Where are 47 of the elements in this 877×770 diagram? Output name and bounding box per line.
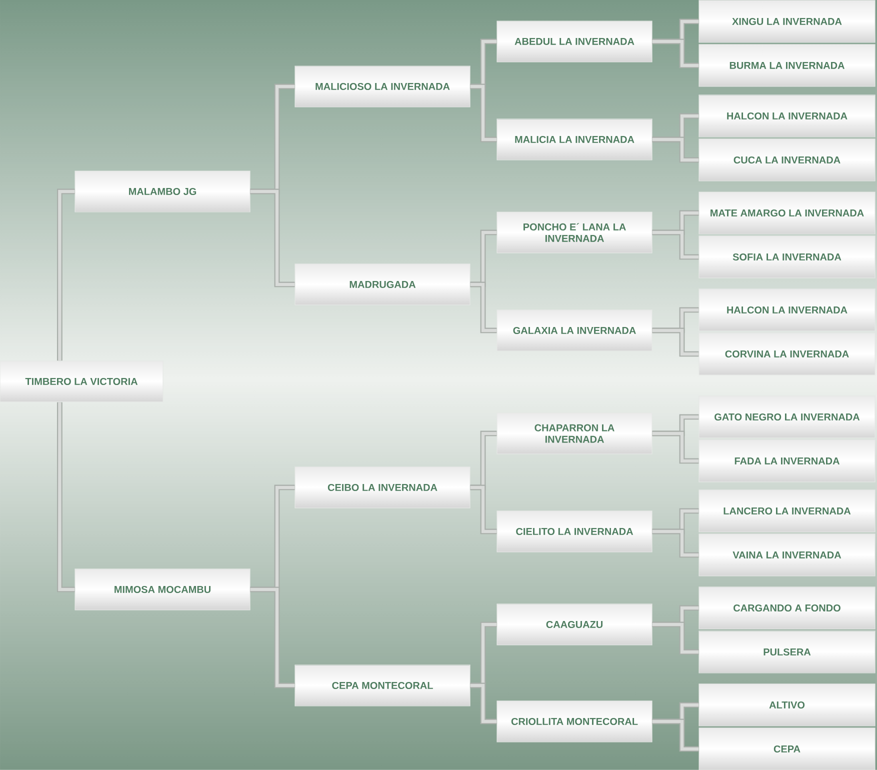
name-box: HALCON LA INVERNADA [698, 288, 876, 332]
connector-line [57, 188, 75, 361]
name-box: CEPA [698, 728, 876, 770]
name-box: CRIOLLITA MONTECORAL [496, 700, 652, 742]
name-box: LANCERO LA INVERNADA [698, 490, 876, 532]
connector-line [652, 430, 699, 464]
connector-line [652, 622, 699, 655]
connector-line [652, 718, 699, 752]
name-box: CHAPARRON LA INVERNADA [496, 412, 652, 454]
name-box: MALAMBO JG [74, 170, 250, 212]
name-box: CORVINA LA INVERNADA [698, 332, 876, 376]
name-box: FADA LA INVERNADA [698, 440, 876, 482]
connector-line [470, 682, 497, 724]
connector-line [652, 136, 699, 163]
connector-line [250, 188, 295, 288]
name-box: MADRUGADA [294, 264, 470, 306]
name-box: ALTIVO [698, 684, 876, 726]
name-box: ABEDUL LA INVERNADA [496, 20, 652, 62]
name-box: CEPA MONTECORAL [294, 664, 470, 706]
name-box: TIMBERO LA VICTORIA [0, 360, 164, 402]
name-box: MATE AMARGO LA INVERNADA [698, 192, 876, 234]
connector-line [652, 38, 699, 68]
connector-line [470, 84, 497, 142]
name-box: MALICIOSO LA INVERNADA [294, 66, 470, 108]
connector-line [470, 484, 497, 534]
name-box: BURMA LA INVERNADA [698, 44, 876, 87]
name-box: SOFIA LA INVERNADA [698, 236, 876, 278]
name-box: CEIBO LA INVERNADA [294, 466, 470, 508]
name-box: CARGANDO A FONDO [698, 586, 876, 630]
name-box: CIELITO LA INVERNADA [496, 510, 652, 552]
name-box: MIMOSA MOCAMBU [74, 568, 250, 610]
name-box: PULSERA [698, 630, 876, 674]
connector-line [250, 586, 295, 688]
name-box: XINGU LA INVERNADA [698, 0, 876, 43]
name-box: VAINA LA INVERNADA [698, 534, 876, 576]
connector-line [470, 282, 497, 334]
connector-line [57, 402, 75, 592]
connector-line [652, 528, 699, 558]
name-box: GALAXIA LA INVERNADA [496, 310, 652, 352]
connector-line [652, 230, 699, 260]
name-box: CUCA LA INVERNADA [698, 138, 876, 182]
name-box: GATO NEGRO LA INVERNADA [698, 396, 876, 438]
connector-line [652, 328, 699, 357]
name-box: CAAGUAZU [496, 604, 652, 646]
name-box: PONCHO E´ LANA LA INVERNADA [496, 212, 652, 254]
name-box: MALICIA LA INVERNADA [496, 118, 652, 160]
name-box: HALCON LA INVERNADA [698, 94, 876, 138]
